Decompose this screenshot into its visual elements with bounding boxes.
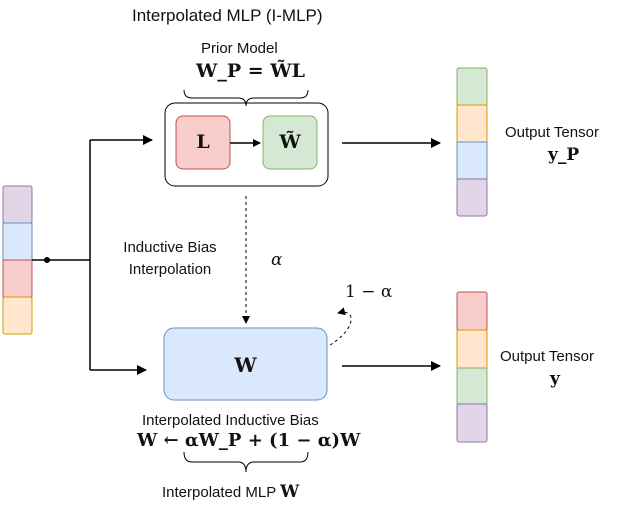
output-main-label: Output Tensor <box>500 348 594 365</box>
main-w-label: W <box>234 353 257 377</box>
inductive-bias-label-line1: Inductive Bias <box>123 239 217 256</box>
w-tilde-box-label: W̃ <box>279 131 301 153</box>
l-box-label: L <box>196 131 210 153</box>
self-loop-arc <box>329 307 352 346</box>
bottom-brace <box>183 451 309 473</box>
prior-model-label: Prior Model <box>201 40 278 57</box>
alpha-label: α <box>271 250 283 270</box>
output-tensor-main <box>456 291 488 443</box>
w-tilde-box <box>262 115 318 170</box>
output-main-symbol: y <box>550 369 560 389</box>
output-tensor-prior <box>456 67 488 217</box>
interpolated-mlp-caption-symbol: W <box>280 482 300 502</box>
one-minus-alpha-label: 1 − α <box>345 282 393 302</box>
interpolation-equation: W ← αW_P + (1 − α)W <box>137 430 361 451</box>
inductive-bias-label-line2: Interpolation <box>128 261 212 278</box>
input-tensor <box>2 185 33 335</box>
prior-model-brace <box>183 89 309 107</box>
interpolated-mlp-caption-text: Interpolated MLP <box>162 484 276 501</box>
input-connector <box>32 135 153 375</box>
interpolated-mlp-caption: Interpolated MLP W <box>162 482 299 502</box>
output-prior-label: Output Tensor <box>505 124 599 141</box>
interpolated-inductive-bias-label: Interpolated Inductive Bias <box>142 412 319 429</box>
output-prior-symbol: y_P <box>548 145 580 165</box>
prior-model-equation: W_P = W̃L <box>196 60 305 82</box>
main-w-box <box>163 327 328 401</box>
diagram-title: Interpolated MLP (I-MLP) <box>132 6 323 25</box>
